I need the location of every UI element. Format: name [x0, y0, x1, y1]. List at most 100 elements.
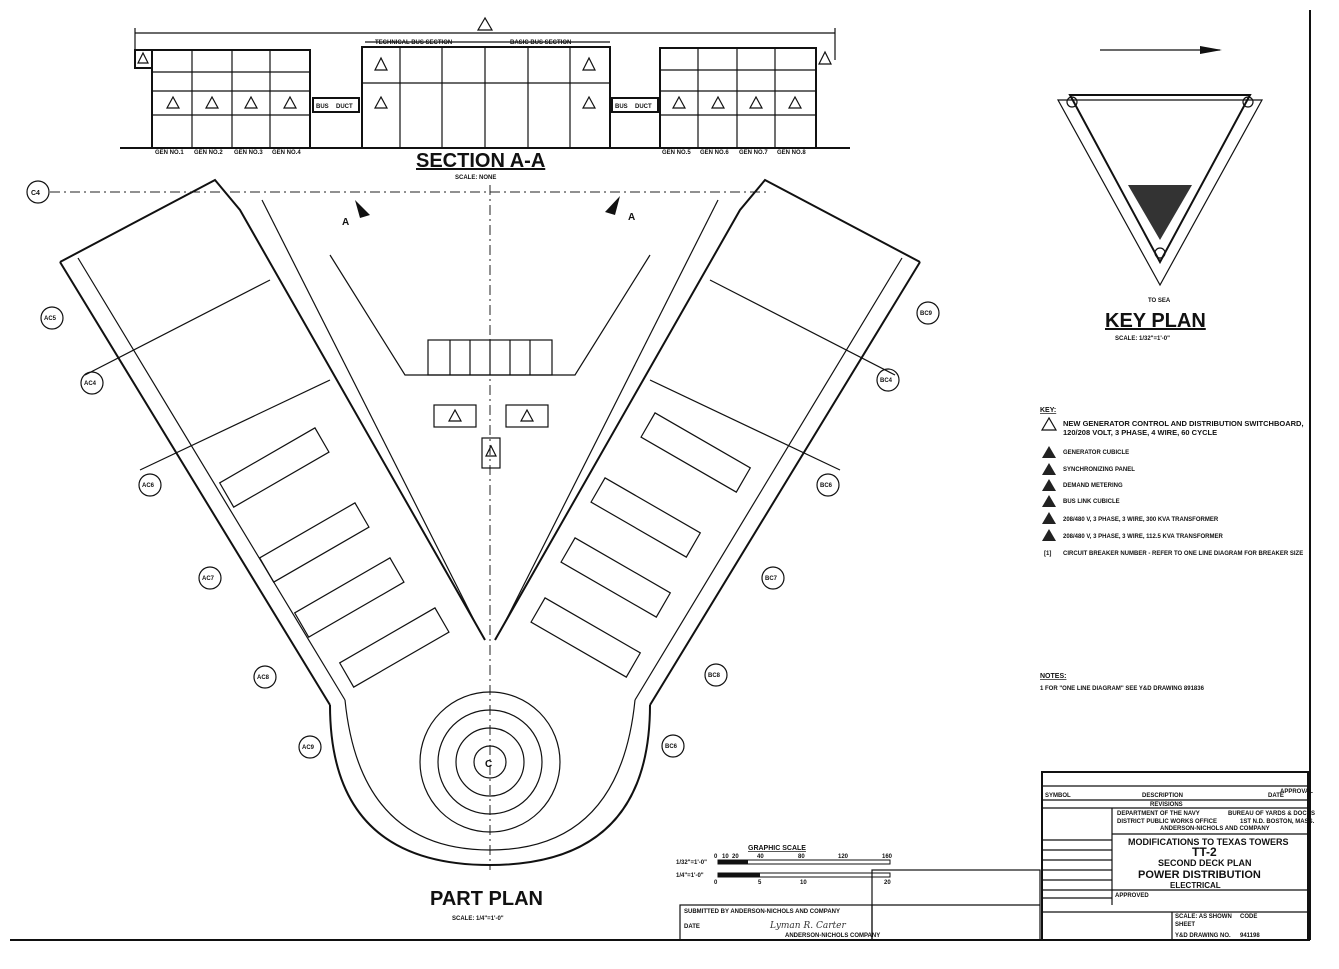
svg-text:KEY:: KEY:: [1040, 407, 1056, 414]
svg-text:AC8: AC8: [257, 675, 270, 681]
svg-text:10: 10: [800, 880, 807, 886]
drawing-title-line1: MODIFICATIONS TO TEXAS TOWERS: [1128, 837, 1289, 847]
svg-text:0: 0: [714, 880, 718, 886]
section-arrow-icon: [605, 196, 620, 215]
svg-text:DISTRICT PUBLIC WORKS OFFICE: DISTRICT PUBLIC WORKS OFFICE: [1117, 819, 1217, 825]
svg-text:1/4"=1'-0": 1/4"=1'-0": [676, 873, 704, 879]
svg-text:APPROVED: APPROVED: [1115, 893, 1149, 899]
svg-text:SCALE: AS SHOWN: SCALE: AS SHOWN: [1175, 914, 1232, 920]
delta-icon: [476, 16, 494, 31]
svg-text:120: 120: [838, 854, 849, 860]
svg-text:CODE: CODE: [1240, 914, 1257, 920]
section-mark-right: A: [628, 212, 635, 223]
key-item: NEW GENERATOR CONTROL AND DISTRIBUTION S…: [1040, 416, 1304, 437]
svg-text:BC6: BC6: [820, 483, 833, 489]
key-plan: TO SEA KEY PLAN SCALE: 1/32"=1'-0": [1056, 46, 1264, 342]
section-a-a: TECHNICAL BUS SECTION BASIC BUS SECTION …: [120, 16, 850, 181]
svg-text:1ST N.D. BOSTON, MASS.: 1ST N.D. BOSTON, MASS.: [1240, 819, 1315, 825]
svg-text:BUS: BUS: [615, 104, 628, 110]
svg-text:BC6: BC6: [665, 744, 678, 750]
technical-bus-label: TECHNICAL BUS SECTION: [375, 40, 452, 46]
svg-text:208/480 V, 3 PHASE, 3 WIRE, 30: 208/480 V, 3 PHASE, 3 WIRE, 300 KVA TRAN…: [1063, 517, 1219, 523]
north-arrow-icon: [1200, 46, 1222, 54]
key-item-text: NEW GENERATOR CONTROL AND DISTRIBUTION S…: [1063, 419, 1304, 437]
key-item: GENERATOR CUBICLE: [1042, 446, 1129, 458]
svg-text:10: 10: [722, 854, 729, 860]
key-item: DEMAND METERING: [1042, 479, 1123, 491]
svg-text:20: 20: [732, 854, 739, 860]
key-item: BUS LINK CUBICLE: [1042, 495, 1120, 507]
svg-text:SYNCHRONIZING PANEL: SYNCHRONIZING PANEL: [1063, 467, 1135, 473]
svg-text:SHEET: SHEET: [1175, 922, 1195, 928]
svg-text:NOTES:: NOTES:: [1040, 673, 1066, 680]
svg-text:DEMAND METERING: DEMAND METERING: [1063, 483, 1123, 489]
svg-text:ANDERSON-NICHOLS COMPANY: ANDERSON-NICHOLS COMPANY: [785, 933, 880, 939]
svg-text:GEN NO.3: GEN NO.3: [234, 150, 263, 156]
graphic-scale: GRAPHIC SCALE 1/32"=1'-0" 0 10 20 40 80 …: [676, 845, 893, 886]
plan-scale: SCALE: 1/4"=1'-0": [452, 916, 504, 922]
center-mark: C: [485, 759, 492, 770]
drawing-title-line2: TT-2: [1192, 845, 1217, 859]
key-item: [1] CIRCUIT BREAKER NUMBER - REFER TO ONE…: [1044, 551, 1303, 557]
svg-text:80: 80: [798, 854, 805, 860]
svg-text:GEN NO.7: GEN NO.7: [739, 150, 768, 156]
svg-text:SYMBOL: SYMBOL: [1045, 793, 1071, 799]
svg-text:BC7: BC7: [765, 576, 778, 582]
svg-text:ANDERSON-NICHOLS AND COMPANY: ANDERSON-NICHOLS AND COMPANY: [1160, 826, 1270, 832]
svg-text:REVISIONS: REVISIONS: [1150, 802, 1183, 808]
signature: Lyman R. Carter: [769, 921, 846, 931]
svg-text:40: 40: [757, 854, 764, 860]
svg-text:0: 0: [714, 854, 718, 860]
svg-text:DUCT: DUCT: [635, 104, 652, 110]
svg-text:CIRCUIT BREAKER NUMBER - REFER: CIRCUIT BREAKER NUMBER - REFER TO ONE LI…: [1063, 551, 1303, 557]
drawing-number: 941198: [1240, 933, 1260, 939]
svg-text:DATE: DATE: [1268, 793, 1284, 799]
key-item: 208/480 V, 3 PHASE, 3 WIRE, 300 KVA TRAN…: [1042, 512, 1219, 524]
svg-text:DUCT: DUCT: [336, 104, 353, 110]
right-bubbles: BC9 BC4 BC6 BC7 BC8 BC6: [661, 301, 940, 758]
svg-text:1 FOR "ONE LINE DIAGRAM" SEE Y: 1 FOR "ONE LINE DIAGRAM" SEE Y&D DRAWING…: [1040, 686, 1205, 692]
svg-text:20: 20: [884, 880, 891, 886]
svg-text:GEN NO.8: GEN NO.8: [777, 150, 806, 156]
key-plan-scale: SCALE: 1/32"=1'-0": [1115, 336, 1170, 342]
plan-title: PART PLAN: [430, 888, 543, 910]
section-mark-left: A: [342, 217, 349, 228]
svg-text:Y&D DRAWING NO.: Y&D DRAWING NO.: [1175, 933, 1231, 939]
svg-text:[1]: [1]: [1044, 551, 1051, 557]
svg-text:160: 160: [882, 854, 893, 860]
notes: NOTES: 1 FOR "ONE LINE DIAGRAM" SEE Y&D …: [1040, 673, 1205, 692]
section-title: SECTION A-A: [416, 150, 545, 172]
svg-text:AC7: AC7: [202, 576, 215, 582]
to-sea-label: TO SEA: [1148, 298, 1171, 304]
svg-text:GRAPHIC SCALE: GRAPHIC SCALE: [748, 845, 806, 852]
svg-text:DEPARTMENT OF THE NAVY: DEPARTMENT OF THE NAVY: [1117, 811, 1200, 817]
section-scale: SCALE: NONE: [455, 175, 496, 181]
key-item: SYNCHRONIZING PANEL: [1042, 463, 1135, 475]
svg-text:GEN NO.5: GEN NO.5: [662, 150, 691, 156]
part-plan: C4 C A A: [26, 178, 940, 922]
svg-text:AC5: AC5: [44, 316, 57, 322]
left-bubbles: AC5 AC4 AC6 AC7 AC8 AC9: [40, 306, 322, 759]
drawing-title-line5: ELECTRICAL: [1170, 881, 1221, 890]
drawing-title-line3: SECOND DECK PLAN: [1158, 858, 1252, 868]
svg-text:GEN NO.4: GEN NO.4: [272, 150, 301, 156]
basic-bus-label: BASIC BUS SECTION: [510, 40, 571, 46]
svg-text:GEN NO.1: GEN NO.1: [155, 150, 184, 156]
svg-text:BC8: BC8: [708, 673, 721, 679]
svg-text:GEN NO.2: GEN NO.2: [194, 150, 223, 156]
svg-text:BUREAU OF YARDS & DOCKS: BUREAU OF YARDS & DOCKS: [1228, 811, 1315, 817]
svg-text:SUBMITTED BY ANDERSON-NICHOLS: SUBMITTED BY ANDERSON-NICHOLS AND COMPAN…: [684, 909, 840, 915]
key-plan-title: KEY PLAN: [1105, 310, 1206, 332]
svg-text:BC4: BC4: [880, 378, 893, 384]
svg-text:AC9: AC9: [302, 745, 315, 751]
svg-text:DATE: DATE: [684, 924, 700, 930]
title-block: SYMBOL DESCRIPTION DATE APPROVAL REVISIO…: [1041, 771, 1315, 941]
svg-text:1/32"=1'-0": 1/32"=1'-0": [676, 860, 707, 866]
svg-text:5: 5: [758, 880, 762, 886]
svg-text:AC4: AC4: [84, 381, 97, 387]
grid-bubble-c4: C4: [31, 190, 40, 197]
svg-text:208/480 V, 3 PHASE, 3 WIRE, 11: 208/480 V, 3 PHASE, 3 WIRE, 112.5 KVA TR…: [1063, 534, 1224, 540]
drawing-title-line4: POWER DISTRIBUTION: [1138, 869, 1261, 881]
svg-text:DESCRIPTION: DESCRIPTION: [1142, 793, 1183, 799]
